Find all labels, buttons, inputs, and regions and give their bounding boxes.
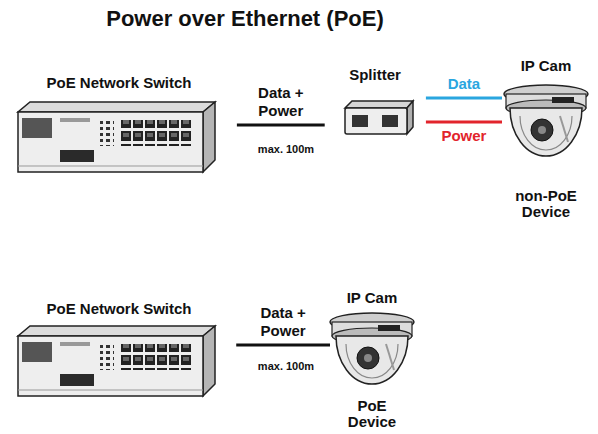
- note-holder: max. 100m: [226, 360, 346, 373]
- note-holder: max. 100m: [226, 143, 346, 156]
- cable-connector: [426, 97, 502, 100]
- cable-connector: [236, 344, 330, 347]
- network-switch-drawing: [18, 102, 215, 172]
- camera-node: IP CamPoE Device: [330, 290, 414, 430]
- title: Power over Ethernet (PoE): [55, 6, 435, 32]
- ellipse-node: PoE Network Switch: [0, 58, 238, 198]
- edge-label-holder: Data + Power: [252, 304, 314, 340]
- splitter-drawing: [345, 101, 413, 134]
- camera-node: IP Cam non-PoE Device: [502, 58, 590, 220]
- node-caption: PoE Device: [337, 398, 407, 430]
- node-heading: PoE Network Switch: [46, 300, 191, 317]
- ellipse-node: PoE Network Switch: [0, 282, 238, 424]
- distance-note: max. 100m: [226, 360, 346, 373]
- node-caption: non-PoE Device: [511, 188, 581, 220]
- drawing-part: [345, 108, 407, 134]
- dome-camera-drawing: [330, 313, 414, 384]
- edge-label-holder: Power: [434, 127, 494, 145]
- cable-connector: [426, 121, 502, 124]
- edge-label-holder: Data: [434, 75, 494, 93]
- drawing-part: [382, 115, 398, 127]
- edge-label: Data + Power: [252, 304, 314, 340]
- node-heading: IP Cam: [521, 58, 572, 74]
- node-heading: IP Cam: [347, 290, 398, 306]
- node-heading: Splitter: [349, 66, 401, 83]
- edge-label-holder: Data + Power: [250, 84, 312, 120]
- edge-label: Power: [434, 127, 494, 145]
- drawing-part: [352, 115, 368, 127]
- node-heading: PoE Network Switch: [46, 74, 191, 91]
- ellipse-node: Splitter: [322, 50, 428, 170]
- title-holder: Power over Ethernet (PoE): [55, 6, 435, 32]
- edge-label: Data + Power: [250, 84, 312, 120]
- drawing-part: [407, 101, 413, 134]
- yellow-ellipse: [1, 283, 237, 423]
- yellow-ellipse: [323, 51, 427, 169]
- drawing-part: [345, 101, 413, 108]
- network-switch-drawing: [18, 326, 215, 396]
- distance-note: max. 100m: [226, 143, 346, 156]
- yellow-ellipse: [1, 59, 237, 197]
- edge-label: Data: [434, 75, 494, 93]
- dome-camera-drawing: [504, 85, 588, 156]
- cable-connector: [237, 124, 325, 127]
